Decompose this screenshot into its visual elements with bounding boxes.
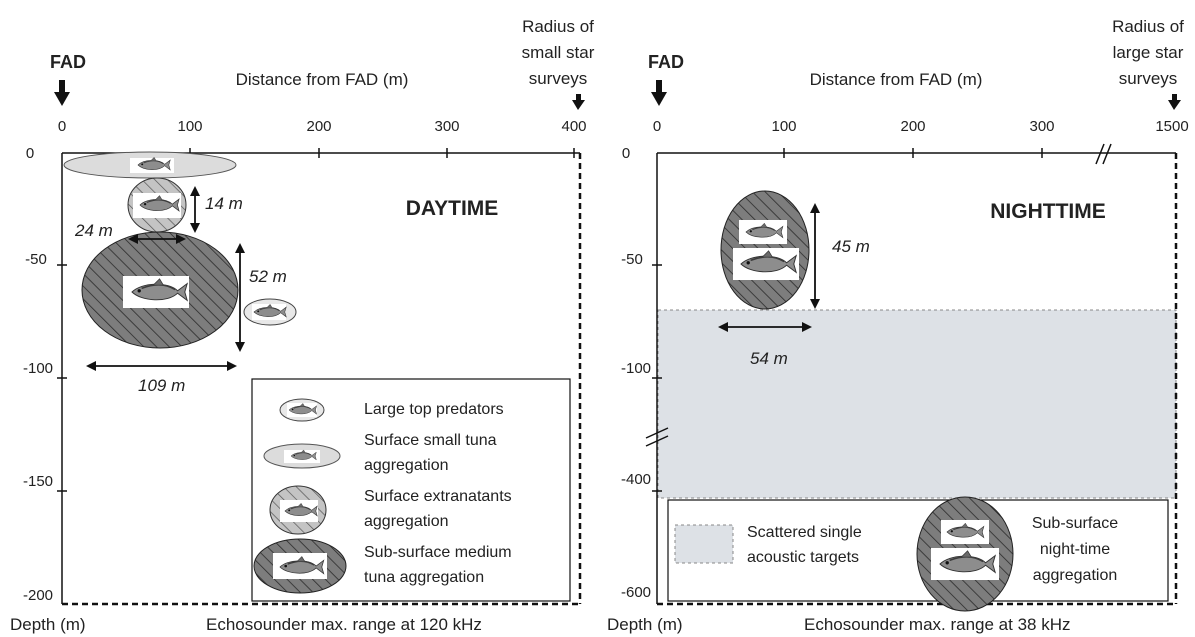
y-tick-label: -200 bbox=[23, 587, 53, 604]
scattered-targets-zone bbox=[657, 309, 1177, 499]
large-top-predator bbox=[243, 298, 297, 326]
legend-label: Sub-surface medium bbox=[364, 544, 512, 561]
panel-title: NIGHTTIME bbox=[990, 200, 1106, 223]
dimension-label: 45 m bbox=[832, 237, 870, 256]
legend-symbol-surface-extranatants bbox=[269, 485, 327, 535]
x-tick-label: 0 bbox=[653, 118, 661, 135]
legend-label: aggregation bbox=[364, 513, 449, 530]
x-tick-label: 300 bbox=[434, 118, 459, 135]
surface-extranatants-aggregation bbox=[127, 177, 187, 233]
break-mark-icon bbox=[1095, 143, 1112, 165]
legend-label: Surface extranatants bbox=[364, 488, 512, 505]
surface-small-tuna-aggregation bbox=[63, 151, 237, 179]
x-tick-label: 300 bbox=[1029, 118, 1054, 135]
y-tick-label: -100 bbox=[23, 360, 53, 377]
x-tick-label: 400 bbox=[561, 118, 586, 135]
legend: Scattered single acoustic targets Sub-su… bbox=[667, 496, 1169, 612]
x-tick-label: 100 bbox=[177, 118, 202, 135]
down-arrow-icon bbox=[1168, 94, 1181, 110]
x-tick-label: 200 bbox=[900, 118, 925, 135]
radius-note-line-3: surveys bbox=[529, 69, 588, 88]
depth-label: Depth (m) bbox=[10, 615, 86, 634]
radius-note-line-2: large star bbox=[1113, 43, 1184, 62]
sub-surface-medium-tuna-aggregation bbox=[81, 231, 239, 349]
legend-label: acoustic targets bbox=[747, 549, 859, 566]
legend-label: Sub-surface bbox=[1032, 515, 1118, 532]
legend-label: aggregation bbox=[1033, 567, 1118, 584]
radius-note-line-2: small star bbox=[522, 43, 595, 62]
axis-ticks bbox=[652, 148, 1043, 492]
legend-label: night-time bbox=[1040, 541, 1110, 558]
break-mark-icon bbox=[645, 427, 669, 447]
legend-symbol-night-time-aggregation bbox=[916, 496, 1014, 612]
down-arrow-icon bbox=[54, 80, 70, 106]
legend-label: aggregation bbox=[364, 457, 449, 474]
x-tick-label: 200 bbox=[306, 118, 331, 135]
y-tick-label: -50 bbox=[25, 251, 47, 268]
panel-title: DAYTIME bbox=[406, 197, 499, 220]
legend-symbol-sub-surface-medium-tuna bbox=[253, 538, 347, 594]
dimension-label: 24 m bbox=[74, 221, 113, 240]
y-tick-label: 0 bbox=[26, 145, 34, 162]
left-panel: FAD Distance from FAD (m) Radius of smal… bbox=[10, 17, 595, 634]
sub-surface-night-time-aggregation bbox=[720, 190, 810, 310]
fad-label: FAD bbox=[50, 52, 86, 72]
down-arrow-icon bbox=[572, 94, 585, 110]
x-tick-label: 0 bbox=[58, 118, 66, 135]
radius-note-line-1: Radius of bbox=[1112, 17, 1184, 36]
legend: Scattered single Large top predators Sur… bbox=[251, 378, 571, 602]
radius-note-line-3: surveys bbox=[1119, 69, 1178, 88]
dimension-label: 54 m bbox=[750, 349, 788, 368]
legend-label: Surface small tuna bbox=[364, 432, 497, 449]
y-tick-label: 0 bbox=[622, 145, 630, 162]
range-label: Echosounder max. range at 38 kHz bbox=[804, 615, 1070, 634]
dimension-label: 14 m bbox=[205, 194, 243, 213]
fad-label: FAD bbox=[648, 52, 684, 72]
axis-title: Distance from FAD (m) bbox=[810, 70, 983, 89]
down-arrow-icon bbox=[651, 80, 667, 106]
y-tick-label: -600 bbox=[621, 584, 651, 601]
y-tick-label: -150 bbox=[23, 473, 53, 490]
legend-symbol-large-top-predators bbox=[279, 398, 325, 422]
x-tick-label: 100 bbox=[771, 118, 796, 135]
legend-symbol-scattered-targets bbox=[674, 524, 734, 564]
axis-title: Distance from FAD (m) bbox=[236, 70, 409, 89]
y-tick-label: -100 bbox=[621, 360, 651, 377]
dimension-label: 52 m bbox=[249, 267, 287, 286]
x-tick-label: 1500 bbox=[1155, 118, 1188, 135]
depth-label: Depth (m) bbox=[607, 615, 683, 634]
right-panel: FAD Distance from FAD (m) Radius of larg… bbox=[607, 17, 1189, 634]
legend-label: Large top predators bbox=[364, 401, 504, 418]
y-tick-label: -50 bbox=[621, 251, 643, 268]
legend-label: Scattered single bbox=[747, 524, 862, 541]
radius-note-line-1: Radius of bbox=[522, 17, 594, 36]
y-tick-label: -400 bbox=[621, 471, 651, 488]
range-label: Echosounder max. range at 120 kHz bbox=[206, 615, 482, 634]
legend-label: tuna aggregation bbox=[364, 569, 484, 586]
legend-symbol-surface-small-tuna bbox=[263, 443, 341, 469]
dimension-label: 109 m bbox=[138, 376, 185, 395]
